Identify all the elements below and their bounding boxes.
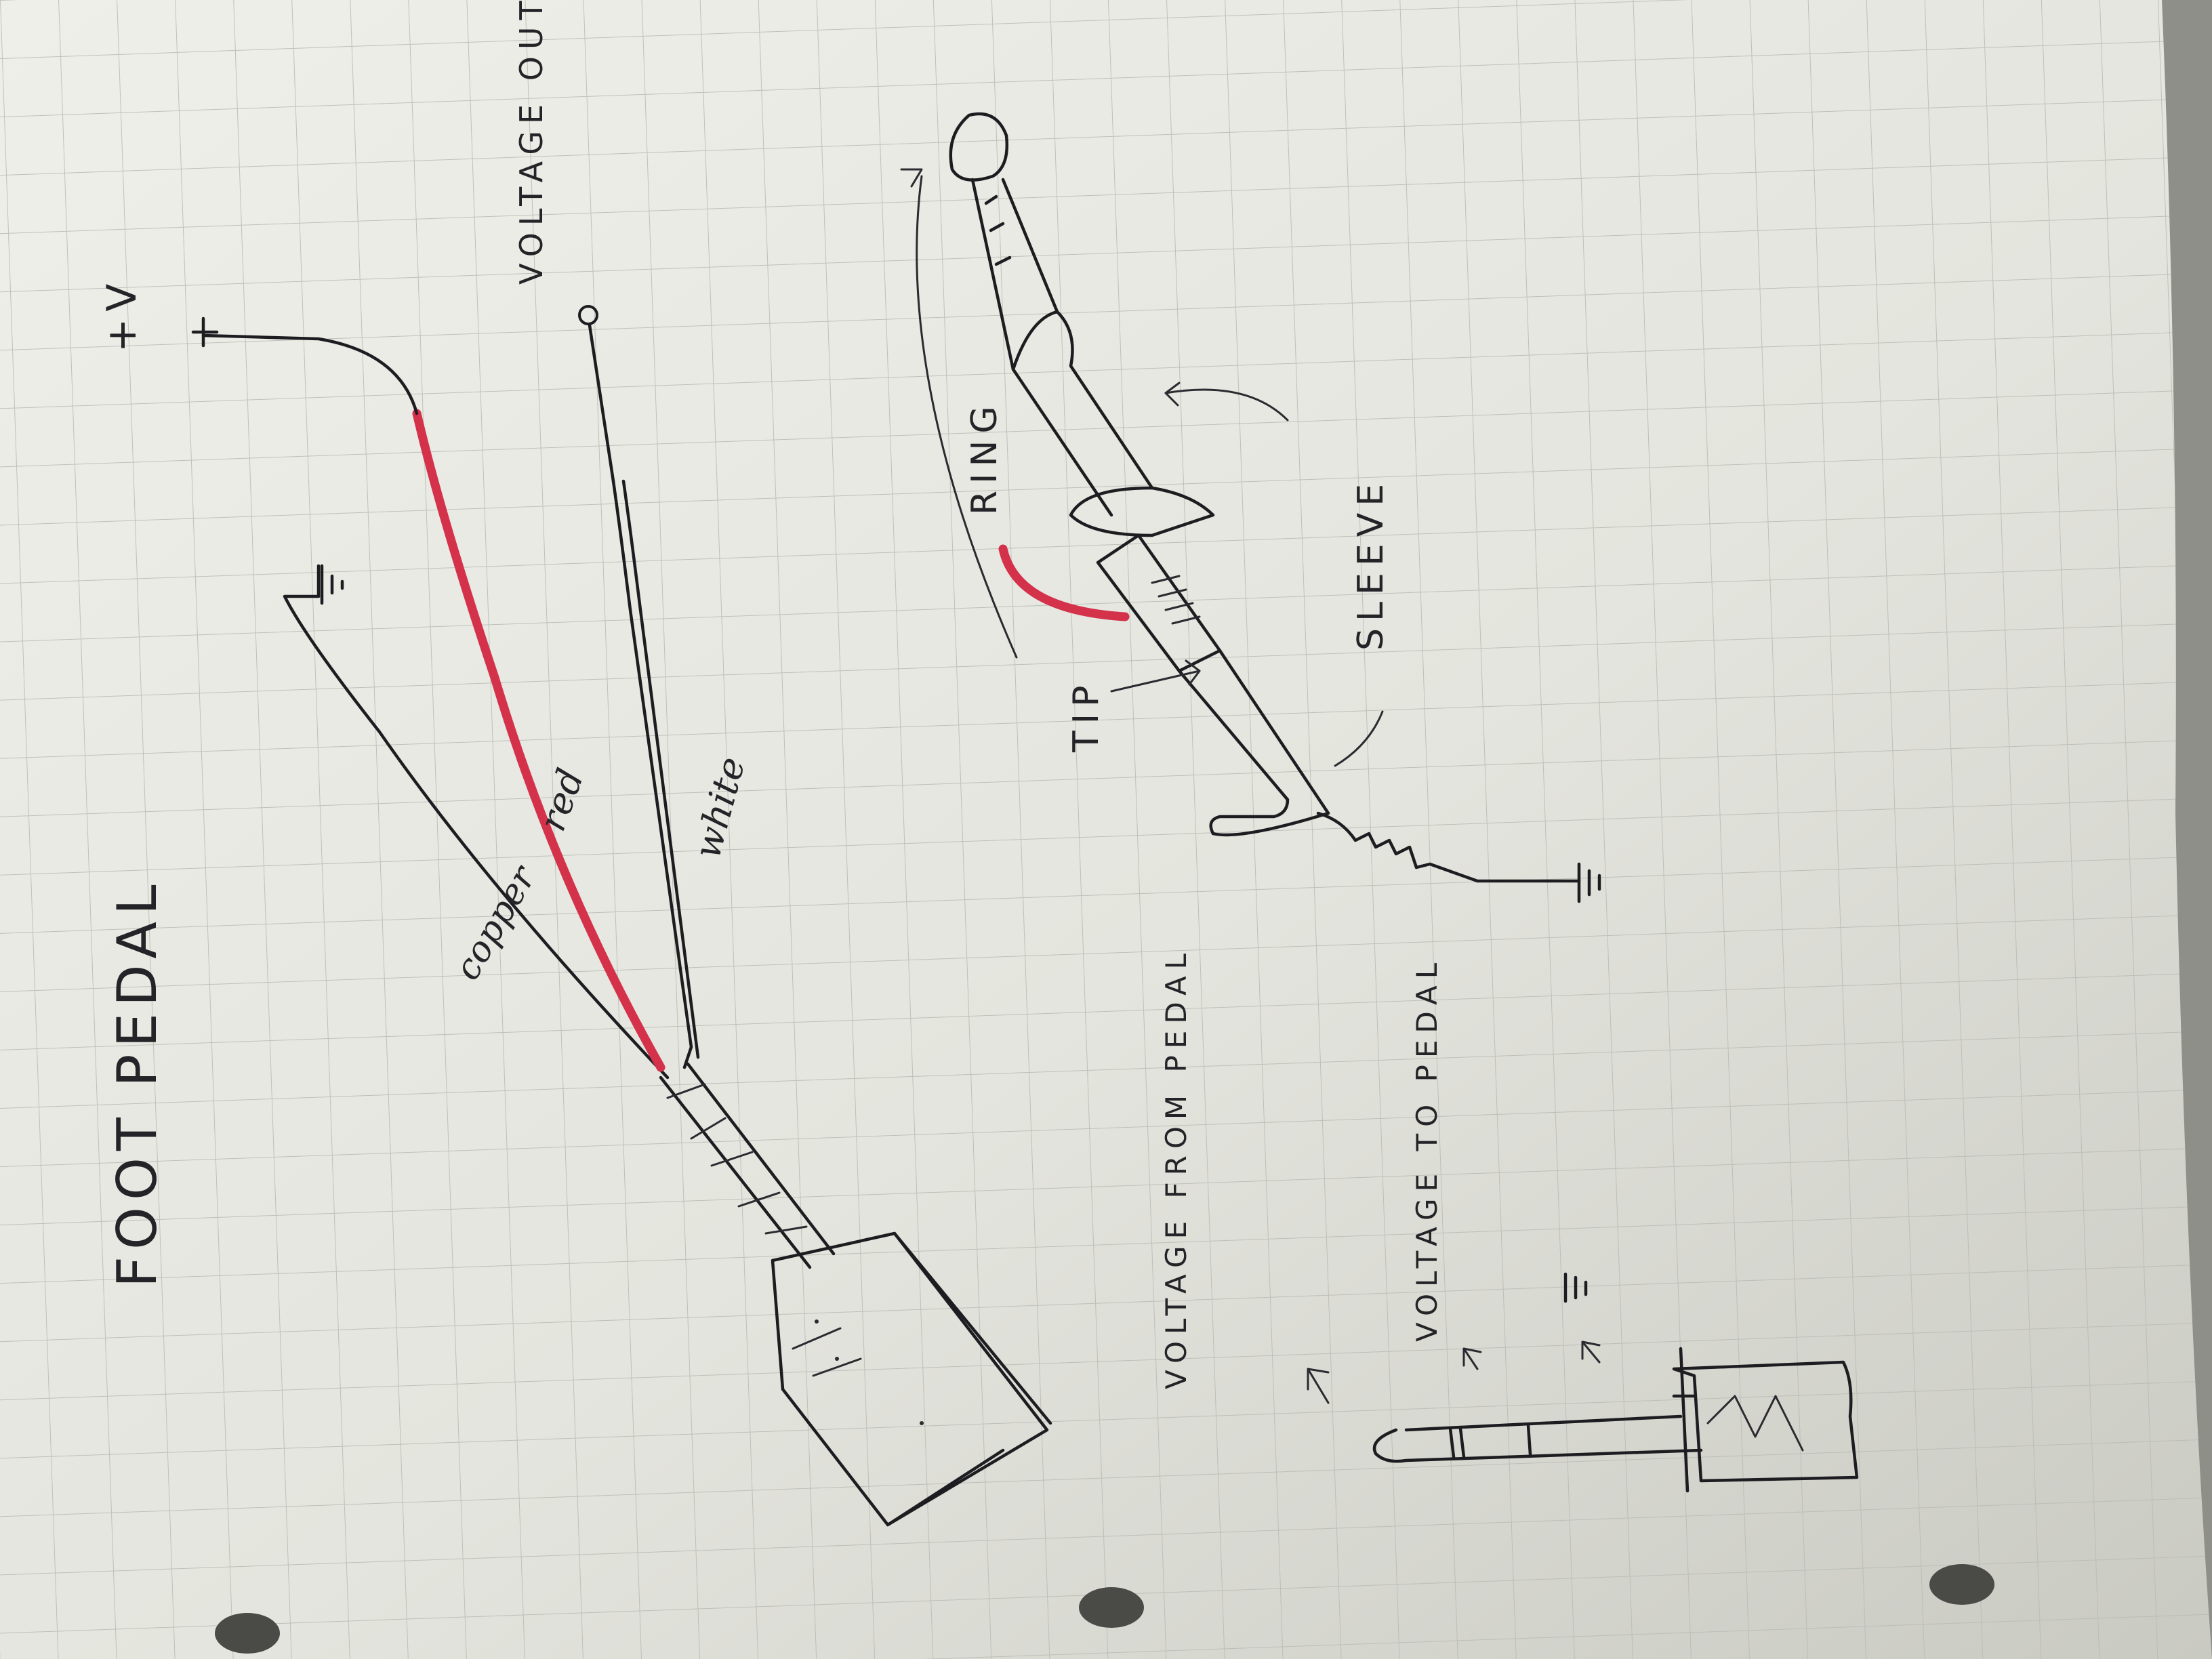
binder-hole bbox=[1929, 1564, 1994, 1605]
small-jack-sketch bbox=[1372, 1347, 1859, 1493]
red-wire[interactable] bbox=[412, 409, 665, 1072]
label-voltage-from-pedal: VOLTAGE FROM PEDAL bbox=[1160, 947, 1193, 1389]
trs-plug-sketch bbox=[949, 112, 1330, 837]
pedal-sketch bbox=[771, 1231, 1052, 1527]
ring-arrow bbox=[916, 175, 1018, 659]
sleeve-arrow bbox=[1164, 388, 1289, 422]
plus-v-icon bbox=[191, 316, 219, 348]
sketch-title: FOOT PEDAL bbox=[106, 878, 169, 1288]
from-pedal-arrow bbox=[1307, 1368, 1330, 1404]
ground-arrow bbox=[1581, 1340, 1601, 1364]
label-ring: RING bbox=[964, 399, 1005, 515]
label-sleeve: SLEEVE bbox=[1351, 477, 1391, 651]
ground-icon bbox=[1563, 1272, 1588, 1303]
binder-hole bbox=[215, 1613, 280, 1654]
output-terminal bbox=[578, 305, 598, 325]
label-voltage-to-pedal: VOLTAGE TO PEDAL bbox=[1410, 956, 1443, 1342]
label-voltage-out: VOLTAGE OUT bbox=[513, 0, 550, 285]
copper-wire bbox=[283, 594, 670, 1080]
output-wire bbox=[588, 323, 615, 483]
white-wire-outline bbox=[611, 479, 693, 1069]
power-wire bbox=[201, 333, 419, 415]
ground-wire bbox=[1316, 811, 1581, 883]
red-arrow bbox=[998, 544, 1130, 621]
ground-icon bbox=[316, 564, 344, 605]
ground-icon bbox=[1577, 862, 1601, 903]
to-pedal-arrow bbox=[1462, 1347, 1482, 1370]
sleeve-arrow-2 bbox=[1334, 710, 1384, 767]
binder-hole bbox=[1079, 1587, 1144, 1628]
tip-arrow bbox=[1110, 670, 1201, 693]
cable-bundle bbox=[659, 1062, 836, 1269]
label-tip: TIP bbox=[1066, 679, 1107, 753]
label-power: +V bbox=[98, 277, 146, 352]
